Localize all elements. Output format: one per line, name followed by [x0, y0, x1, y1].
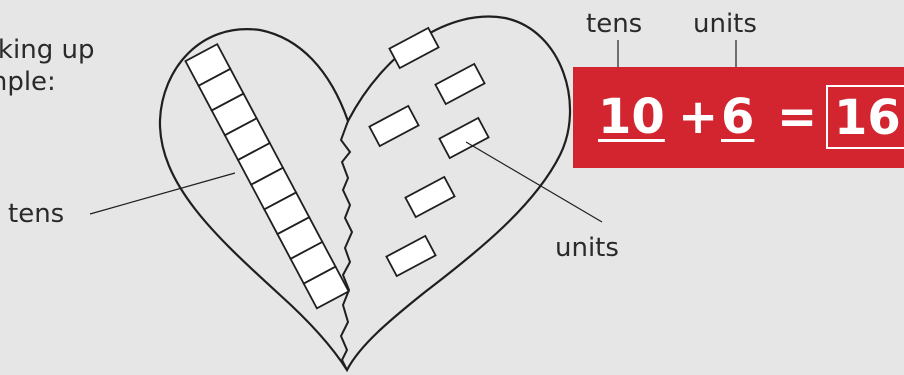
intro-line: aking up	[0, 34, 94, 66]
tens-label: tens	[8, 198, 64, 230]
equation-plus-sign: +	[678, 89, 718, 145]
unit-block	[405, 177, 454, 217]
intro-line: mple:	[0, 66, 94, 98]
equation-box: 10 + 6 = 16	[573, 67, 904, 168]
tens-leader-line	[90, 173, 235, 214]
unit-block	[389, 28, 438, 68]
unit-block	[386, 236, 435, 276]
unit-block	[369, 106, 418, 146]
equation-result: 16	[826, 85, 904, 149]
equation-units: 6	[721, 89, 754, 145]
equation-tens: 10	[598, 89, 665, 145]
unit-block	[439, 118, 488, 158]
units-column-label: units	[693, 8, 757, 40]
unit-block	[435, 64, 484, 104]
heart-crack	[341, 121, 352, 370]
units-label: units	[555, 232, 619, 264]
tens-rod-stack	[185, 44, 348, 308]
equation-equals-sign: =	[777, 89, 817, 145]
tens-column-label: tens	[586, 8, 642, 40]
intro-text: aking up mple:	[0, 34, 94, 98]
